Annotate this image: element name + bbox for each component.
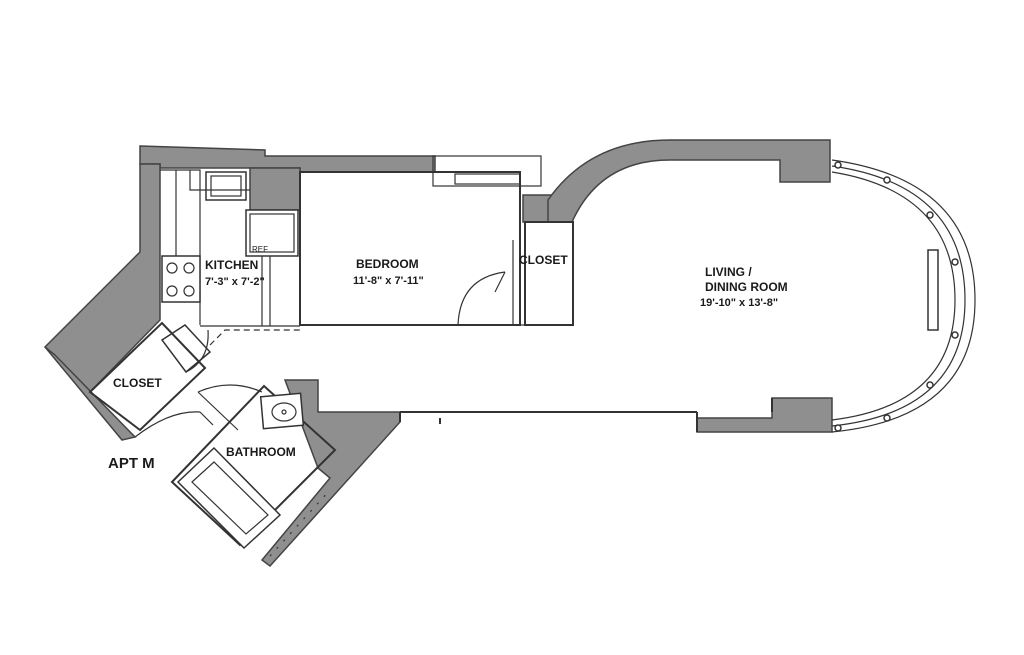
living-size: 19'-10" x 13'-8" [700, 297, 778, 309]
bedroom-name: BEDROOM [356, 257, 419, 271]
refrigerator [245, 209, 299, 257]
stove [161, 255, 201, 303]
entry-closet-name: CLOSET [113, 376, 162, 390]
bathroom-name: BATHROOM [226, 445, 296, 459]
bathtub [176, 446, 282, 550]
entry-door-swing [134, 411, 201, 438]
room-labels: KITCHEN 7'-3" x 7'-2" REF BEDROOM 11'-8"… [108, 245, 788, 472]
walls [43, 139, 833, 568]
bathroom-outline [170, 384, 337, 547]
bedroom-door-swing [457, 271, 506, 326]
bedroom-outline [299, 171, 521, 326]
apartment-label: APT M [108, 455, 155, 472]
bedroom-closet-name: CLOSET [519, 253, 568, 267]
living-name-line2: DINING ROOM [705, 280, 788, 294]
interior-lines [88, 155, 976, 557]
entry-closet-outline [88, 321, 207, 432]
living-name-line1: LIVING / [705, 265, 752, 279]
bedroom-wardrobe [432, 155, 542, 187]
kitchen-sink [205, 171, 247, 201]
bedroom-closet-outline [524, 221, 574, 326]
kitchen-name: KITCHEN [205, 258, 258, 272]
bedroom-size: 11'-8" x 7'-11" [353, 275, 424, 287]
refrigerator-label: REF [252, 245, 268, 254]
kitchen-size: 7'-3" x 7'-2" [205, 276, 265, 288]
bay-window [831, 159, 976, 433]
bathroom-door-swing [197, 384, 263, 393]
